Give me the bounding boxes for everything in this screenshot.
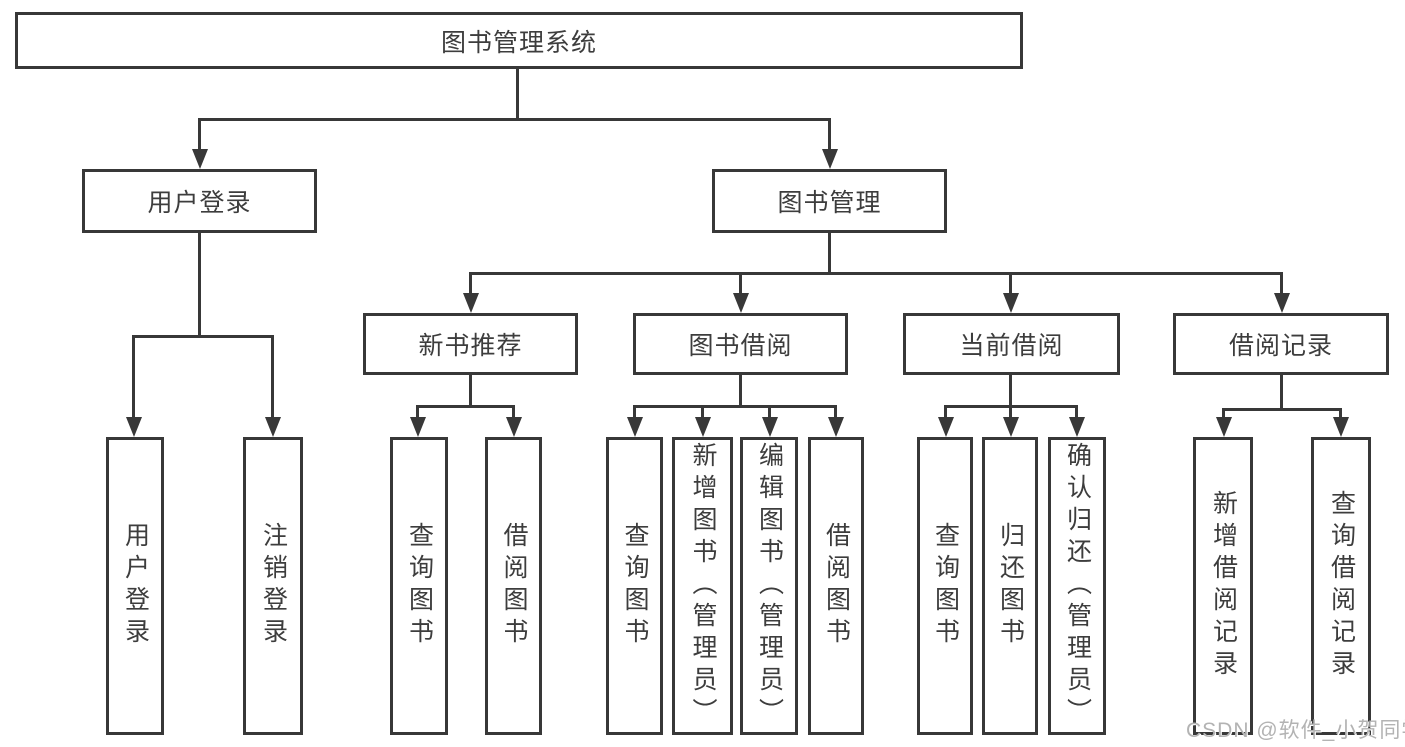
arrow-to-leaf-user-login: [125, 335, 142, 437]
leaf-bb-query-books-label: 查询图书: [621, 522, 649, 650]
arrow-to-leaf-bb-add: [694, 405, 711, 437]
leaf-cb-return-books-label: 归还图书: [996, 522, 1025, 650]
node-book-mgmt: 图书管理: [712, 169, 947, 233]
connector-borrow-records-trunk: [1280, 375, 1283, 408]
arrow-to-leaf-bb-edit: [761, 405, 778, 437]
arrow-to-leaf-cb-confirm: [1068, 405, 1085, 437]
leaf-bb-add-books-admin: 新增图书（管理员）: [672, 437, 733, 735]
connector-book-borrow-trunk: [739, 375, 742, 405]
leaf-cb-return-books: 归还图书: [982, 437, 1038, 735]
leaf-cb-confirm-return-admin-label: 确认归还（管理员）: [1063, 442, 1092, 730]
csdn-watermark: CSDN @软件_小贺同学: [1186, 719, 1405, 742]
connector-user-login-splitter: [132, 335, 273, 338]
leaf-br-query-record: 查询借阅记录: [1311, 437, 1371, 735]
arrow-to-new-book-rec: [462, 272, 479, 313]
arrow-to-leaf-cb-query: [937, 405, 954, 437]
arrow-to-user-login: [191, 118, 208, 169]
connector-new-book-rec-splitter: [416, 405, 514, 408]
leaf-nr-query-books: 查询图书: [390, 437, 448, 735]
leaf-bb-edit-books-admin: 编辑图书（管理员）: [740, 437, 798, 735]
leaf-nr-borrow-books-label: 借阅图书: [500, 522, 528, 650]
connector-root-trunk: [516, 68, 519, 118]
leaf-user-login-label: 用户登录: [121, 522, 150, 650]
connector-book-borrow-splitter: [633, 405, 836, 408]
leaf-nr-borrow-books: 借阅图书: [485, 437, 542, 735]
node-book-borrow-label: 图书借阅: [688, 332, 793, 360]
node-user-login: 用户登录: [82, 169, 317, 233]
connector-borrow-records-splitter: [1222, 408, 1341, 411]
node-current-borrow: 当前借阅: [903, 313, 1120, 375]
leaf-bb-borrow-books: 借阅图书: [808, 437, 864, 735]
leaf-bb-edit-books-admin-label: 编辑图书（管理员）: [755, 442, 784, 730]
node-book-borrow: 图书借阅: [633, 313, 848, 375]
node-root-label: 图书管理系统: [440, 28, 597, 57]
leaf-cb-query-books-label: 查询图书: [931, 522, 960, 650]
connector-new-book-rec-trunk: [469, 375, 472, 405]
leaf-bb-borrow-books-label: 借阅图书: [822, 522, 851, 650]
arrow-to-borrow-records: [1273, 272, 1290, 313]
node-book-mgmt-label: 图书管理: [777, 189, 882, 217]
leaf-logout-label: 注销登录: [259, 522, 288, 650]
node-borrow-records-label: 借阅记录: [1228, 332, 1333, 360]
arrow-to-leaf-cb-return: [1002, 405, 1019, 437]
leaf-nr-query-books-label: 查询图书: [405, 522, 434, 650]
arrow-to-leaf-nr-query: [409, 405, 426, 437]
arrow-to-book-mgmt: [821, 118, 838, 169]
leaf-bb-add-books-admin-label: 新增图书（管理员）: [689, 442, 717, 730]
leaf-br-add-record-label: 新增借阅记录: [1209, 490, 1238, 682]
arrow-to-leaf-br-query: [1332, 408, 1349, 437]
leaf-cb-query-books: 查询图书: [917, 437, 973, 735]
arrow-to-leaf-nr-borrow: [505, 405, 522, 437]
node-current-borrow-label: 当前借阅: [959, 332, 1064, 360]
connector-book-mgmt-splitter: [469, 272, 1281, 275]
arrow-to-leaf-bb-query: [626, 405, 643, 437]
arrow-to-leaf-bb-borrow: [827, 405, 844, 437]
connector-current-borrow-trunk: [1009, 375, 1012, 405]
arrow-to-book-borrow: [732, 272, 749, 313]
node-root-system: 图书管理系统: [15, 12, 1023, 69]
connector-root-splitter: [198, 118, 830, 121]
connector-user-login-trunk: [198, 233, 201, 335]
arrow-to-leaf-logout: [264, 335, 281, 437]
leaf-user-login: 用户登录: [106, 437, 164, 735]
leaf-cb-confirm-return-admin: 确认归还（管理员）: [1048, 437, 1106, 735]
node-borrow-records: 借阅记录: [1173, 313, 1389, 375]
arrow-to-current-borrow: [1002, 272, 1019, 313]
arrow-to-leaf-br-add: [1215, 408, 1232, 437]
leaf-br-add-record: 新增借阅记录: [1193, 437, 1253, 735]
node-new-book-rec-label: 新书推荐: [418, 332, 523, 360]
leaf-br-query-record-label: 查询借阅记录: [1327, 490, 1356, 682]
node-new-book-rec: 新书推荐: [363, 313, 578, 375]
connector-book-mgmt-trunk: [828, 233, 831, 272]
node-user-login-label: 用户登录: [147, 189, 252, 217]
leaf-bb-query-books: 查询图书: [606, 437, 663, 735]
leaf-logout: 注销登录: [243, 437, 303, 735]
